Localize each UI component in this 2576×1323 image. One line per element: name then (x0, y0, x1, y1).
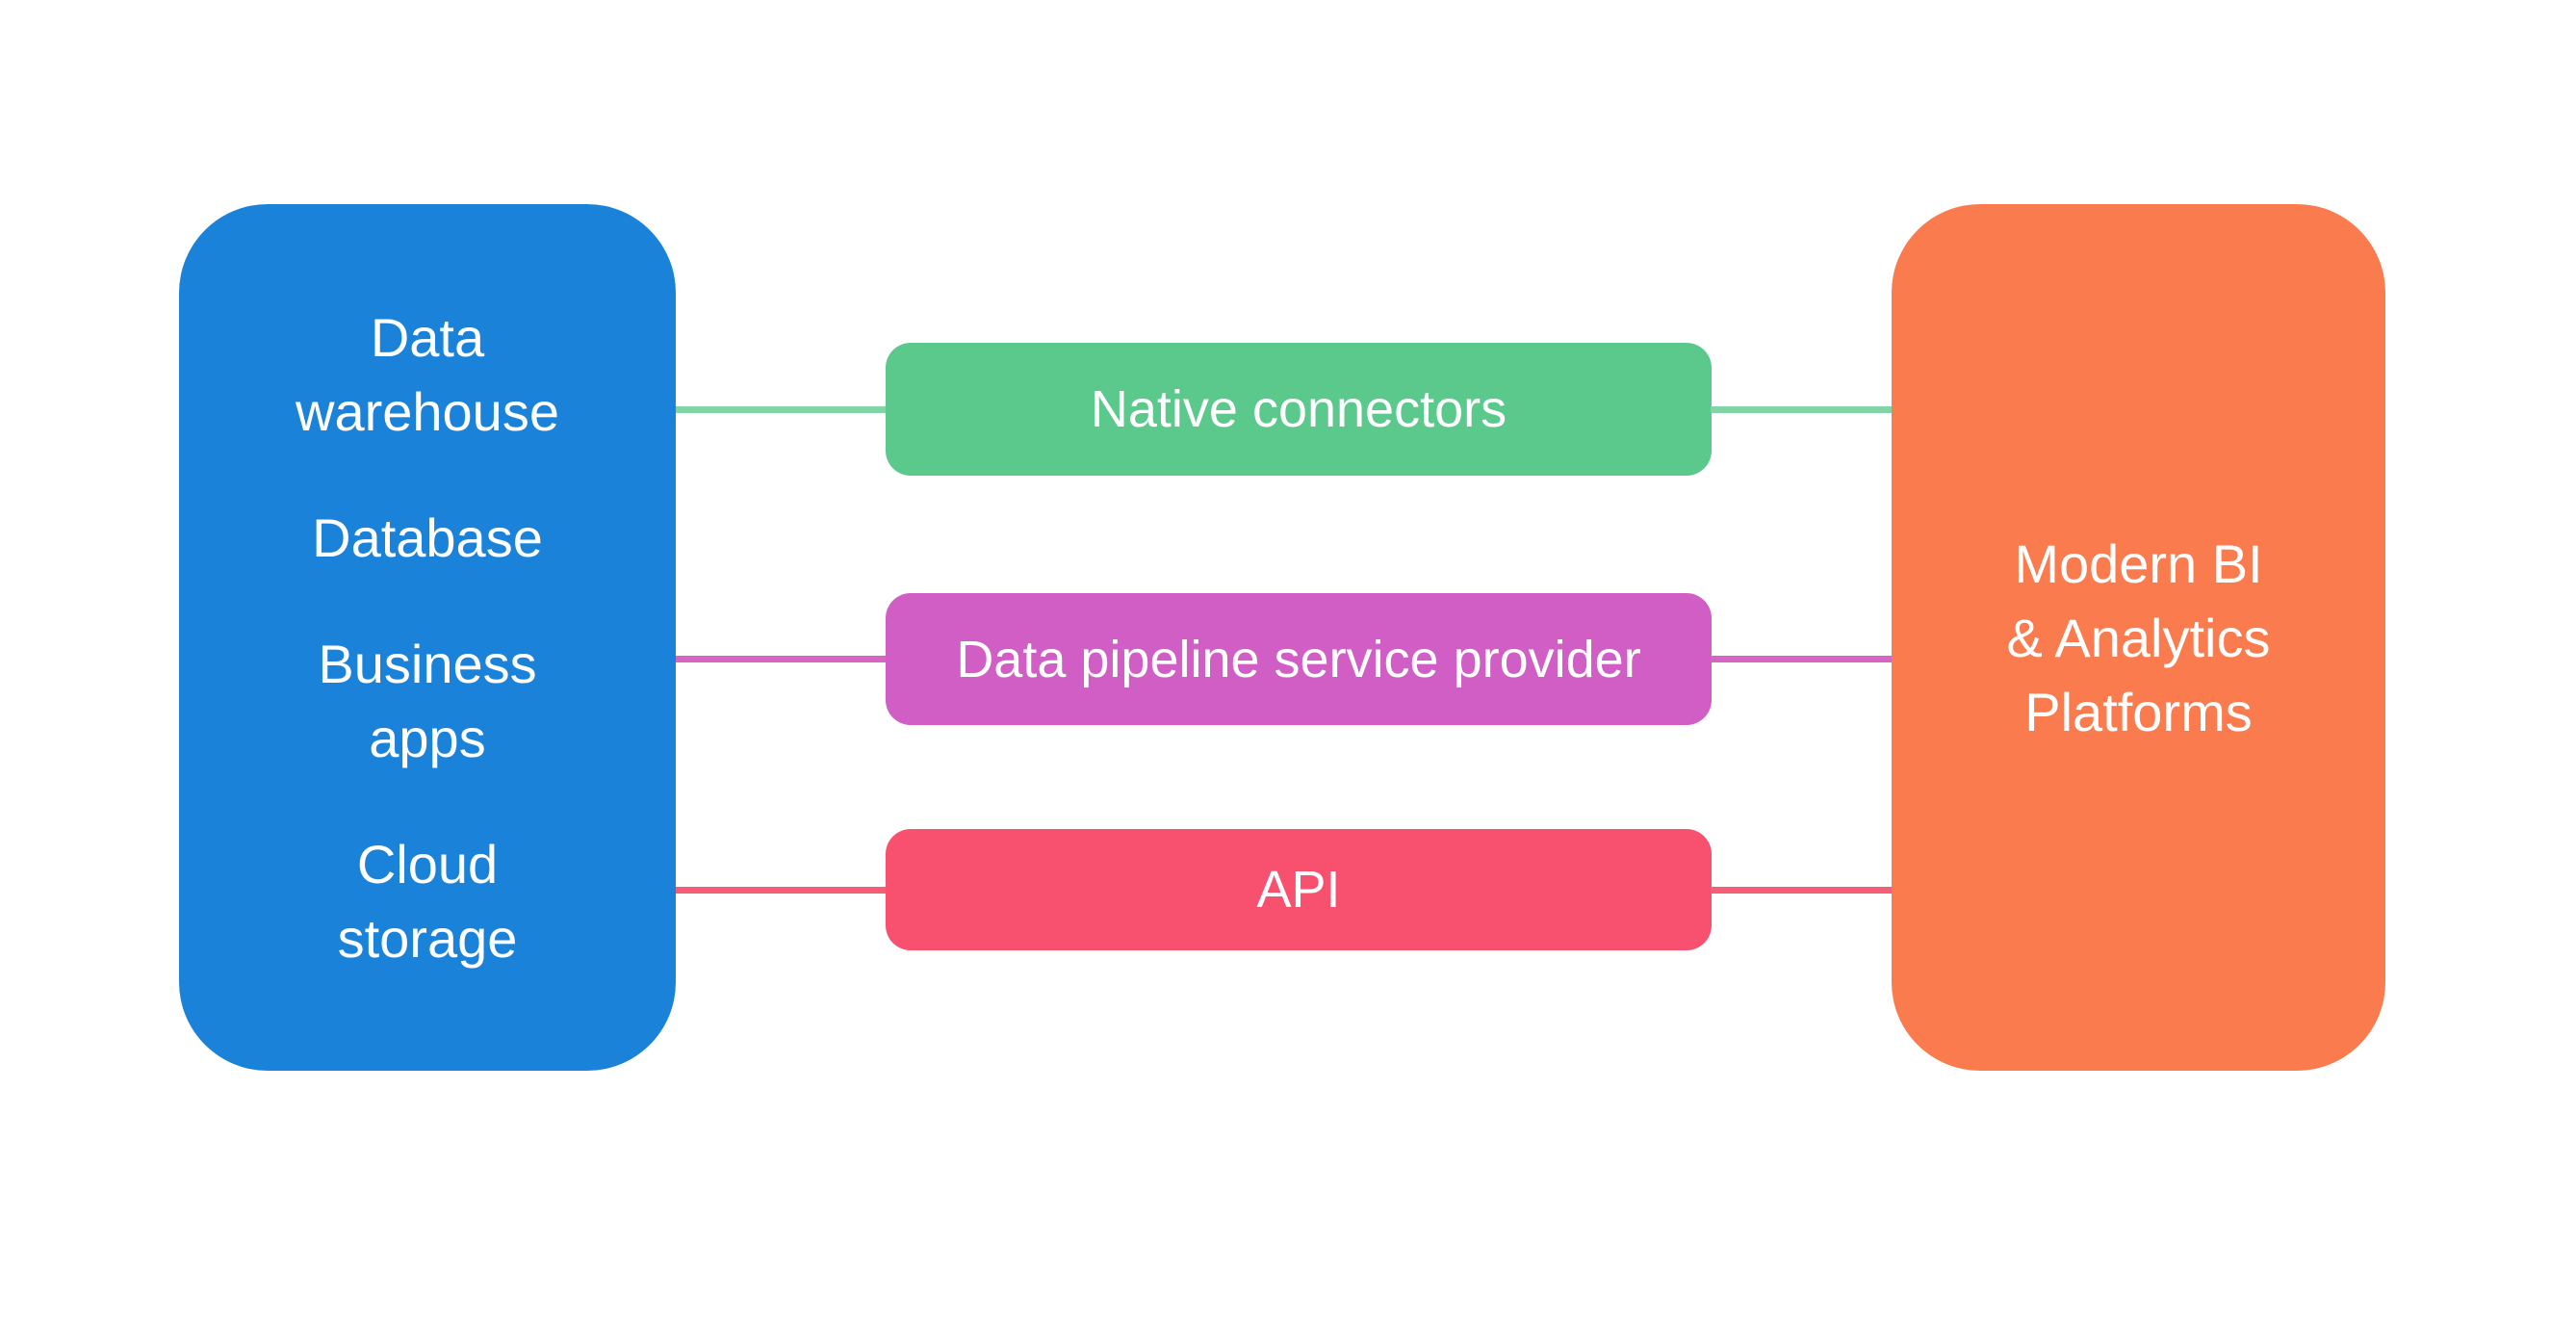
source-item-data-warehouse: Data warehouse (296, 306, 559, 442)
bi-platforms-label: Modern BI & Analytics Platforms (2006, 532, 2271, 742)
api-label: API (1256, 861, 1341, 919)
data-sources-box: Data warehouse Database Business apps Cl… (179, 204, 676, 1071)
data-pipeline-line-left (676, 656, 886, 662)
source-item-business-apps: Business apps (318, 633, 537, 768)
source-item-database: Database (312, 506, 543, 568)
data-pipeline-label: Data pipeline service provider (956, 630, 1641, 688)
api-line-right (1711, 887, 1892, 894)
api-line-left (676, 887, 886, 894)
native-connectors-line-right (1711, 406, 1892, 413)
native-connectors-line-left (676, 406, 886, 413)
data-pipeline-line-right (1711, 656, 1892, 662)
api-box: API (886, 829, 1712, 950)
source-item-cloud-storage: Cloud storage (337, 833, 518, 969)
bi-platforms-box: Modern BI & Analytics Platforms (1892, 204, 2385, 1071)
data-pipeline-box: Data pipeline service provider (886, 593, 1712, 725)
native-connectors-box: Native connectors (886, 343, 1712, 476)
native-connectors-label: Native connectors (1090, 380, 1507, 438)
